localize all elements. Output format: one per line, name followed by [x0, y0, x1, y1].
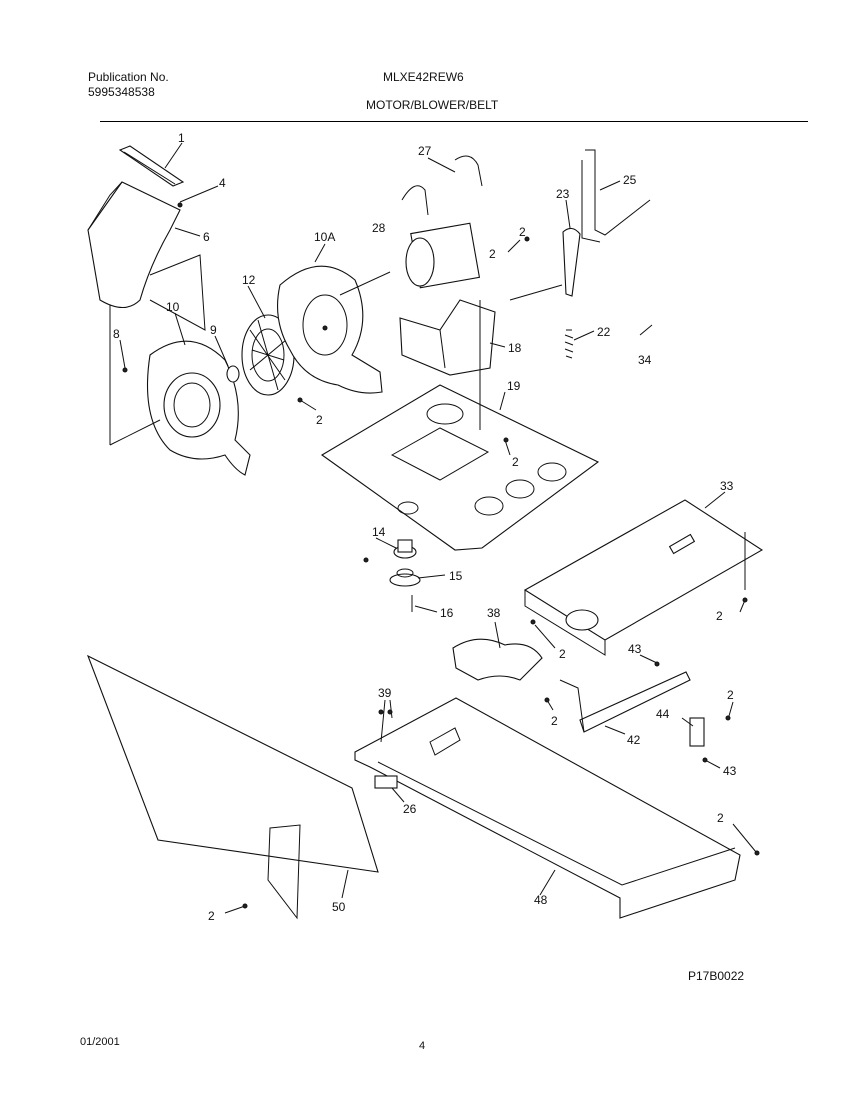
part-25-bracket [581, 149, 651, 243]
callout-39: 39 [378, 686, 392, 700]
model-number: MLXE42REW6 [383, 70, 464, 84]
callout-2: 2 [489, 247, 496, 261]
callout-38: 38 [487, 606, 501, 620]
callout-23: 23 [556, 187, 570, 201]
callout-43: 43 [628, 642, 642, 656]
publication-number: 5995348538 [88, 85, 155, 99]
publication-label: Publication No. [88, 70, 169, 84]
part-18-motor-mount [399, 299, 496, 376]
part-44-bracket [689, 717, 705, 747]
part-6-duct [87, 181, 206, 331]
callout-2: 2 [716, 609, 723, 623]
callout-2: 2 [727, 688, 734, 702]
callout-2: 2 [551, 714, 558, 728]
section-title: MOTOR/BLOWER/BELT [366, 98, 499, 112]
callout-43: 43 [723, 764, 737, 778]
part-19-base [320, 384, 600, 551]
callout-10: 10 [166, 300, 180, 314]
callout-42: 42 [627, 733, 641, 747]
part-12-blower-wheel [241, 314, 295, 396]
callout-33: 33 [720, 479, 734, 493]
part-14-15-16-pulley-stack [389, 539, 421, 612]
callout-48: 48 [534, 893, 548, 907]
leader-lines [119, 142, 757, 914]
callout-10a: 10A [314, 230, 335, 244]
callout-27: 27 [418, 144, 432, 158]
callout-26: 26 [403, 802, 417, 816]
part-42-rail [559, 671, 691, 733]
callout-2: 2 [512, 455, 519, 469]
part-28-motor [339, 222, 481, 296]
callout-15: 15 [449, 569, 463, 583]
part-9-washer [226, 365, 240, 383]
footer-page-number: 4 [419, 1040, 426, 1052]
part-26-pad [374, 775, 398, 789]
part-38-elbow [452, 638, 543, 681]
callout-8: 8 [113, 327, 120, 341]
callout-2: 2 [208, 909, 215, 923]
callout-12: 12 [242, 273, 256, 287]
callout-50: 50 [332, 900, 346, 914]
callout-6: 6 [203, 230, 210, 244]
callout-2: 2 [316, 413, 323, 427]
callout-28: 28 [372, 221, 386, 235]
callout-2: 2 [559, 647, 566, 661]
callout-2: 2 [717, 811, 724, 825]
header-rule [100, 121, 808, 122]
callout-1: 1 [178, 131, 185, 145]
part-34-screw [639, 324, 653, 336]
part-10a-rear-housing [277, 265, 383, 394]
callout-labels: 1 4 6 10A 28 27 2 2 23 25 12 10 9 8 22 3… [113, 131, 737, 923]
part-48-base-frame [354, 697, 741, 919]
callout-19: 19 [507, 379, 521, 393]
footer-date: 01/2001 [80, 1036, 120, 1048]
part-50-panel [86, 654, 379, 920]
part-33-exhaust-duct [523, 499, 764, 656]
callout-16: 16 [440, 606, 454, 620]
callout-2: 2 [519, 225, 526, 239]
part-10-blower-housing [146, 340, 251, 476]
part-23-idler [562, 227, 581, 297]
part-1-strip [118, 145, 185, 187]
part-22-spring [564, 329, 574, 359]
callout-25: 25 [623, 173, 637, 187]
callout-34: 34 [638, 353, 652, 367]
figure-code: P17B0022 [688, 969, 745, 983]
callout-44: 44 [656, 707, 670, 721]
callout-18: 18 [508, 341, 522, 355]
callout-14: 14 [372, 525, 386, 539]
callout-4: 4 [219, 176, 226, 190]
callout-22: 22 [597, 325, 611, 339]
fastener-screws [122, 202, 760, 909]
callout-9: 9 [210, 323, 217, 337]
part-27-harness [401, 155, 483, 216]
